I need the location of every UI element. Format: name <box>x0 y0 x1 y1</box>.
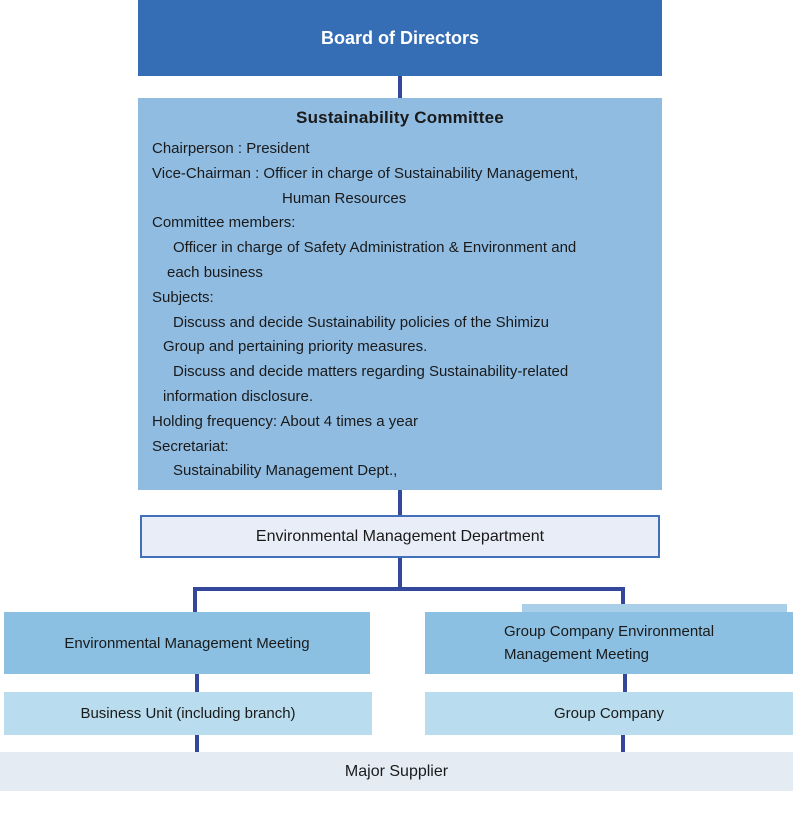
board-of-directors-box: Board of Directors <box>138 0 662 76</box>
connector-department-stem <box>398 558 402 591</box>
committee-line: Group and pertaining priority measures. <box>163 338 428 356</box>
committee-line: Human Resources <box>282 189 407 207</box>
environmental-management-meeting-label: Environmental Management Meeting <box>64 634 310 652</box>
group-meeting-label-line2: Management Meeting <box>503 646 650 663</box>
committee-line: Holding frequency: About 4 times a year <box>152 412 418 430</box>
board-of-directors-label: Board of Directors <box>320 27 480 48</box>
group-company-environmental-management-meeting-box: Group Company Environmental Management M… <box>425 612 793 674</box>
sustainability-committee-title: Sustainability Committee <box>296 108 504 127</box>
committee-line: Discuss and decide Sustainability polici… <box>173 313 550 331</box>
connector-branch-horizontal <box>193 587 625 591</box>
committee-line: Committee members: <box>152 214 296 232</box>
major-supplier-box: Major Supplier <box>0 752 793 791</box>
committee-line: Sustainability Management Dept., <box>173 462 398 480</box>
environmental-management-department-box: Environmental Management Department <box>140 515 660 558</box>
group-meeting-label-line1: Group Company Environmental <box>503 623 715 640</box>
committee-line: Chairperson : President <box>152 140 310 157</box>
connector-committee-to-department <box>398 490 402 515</box>
committee-line: Vice-Chairman : Officer in charge of Sus… <box>152 164 579 182</box>
connector-branch-left-drop <box>193 587 197 612</box>
committee-line: each business <box>167 263 263 281</box>
committee-line: Subjects: <box>152 288 214 306</box>
connector-unit-to-supplier-left <box>195 735 199 752</box>
connector-meeting-to-unit-right <box>623 674 627 692</box>
group-company-label: Group Company <box>553 705 665 722</box>
connector-unit-to-supplier-right <box>621 735 625 752</box>
business-unit-label: Business Unit (including branch) <box>80 705 296 722</box>
connector-meeting-to-unit-left <box>195 674 199 692</box>
committee-line: information disclosure. <box>163 387 314 405</box>
business-unit-box: Business Unit (including branch) <box>4 692 372 735</box>
connector-board-to-committee <box>398 76 402 98</box>
group-company-environmental-management-meeting-label: Group Company Environmental Management M… <box>504 620 714 666</box>
major-supplier-label: Major Supplier <box>344 762 449 780</box>
sustainability-committee-box: Sustainability Committee Chairperson : P… <box>138 98 662 490</box>
environmental-management-department-label: Environmental Management Department <box>255 527 545 545</box>
committee-line: Discuss and decide matters regarding Sus… <box>173 363 569 381</box>
committee-line: Secretariat: <box>152 437 229 455</box>
sustainability-committee-body: Chairperson : President Vice-Chairman : … <box>152 137 648 484</box>
connector-branch-right-drop <box>621 587 625 612</box>
group-company-box: Group Company <box>425 692 793 735</box>
committee-line: Officer in charge of Safety Administrati… <box>173 239 577 257</box>
environmental-management-meeting-box: Environmental Management Meeting <box>4 612 370 674</box>
group-meeting-box-shadow-band <box>522 604 787 613</box>
